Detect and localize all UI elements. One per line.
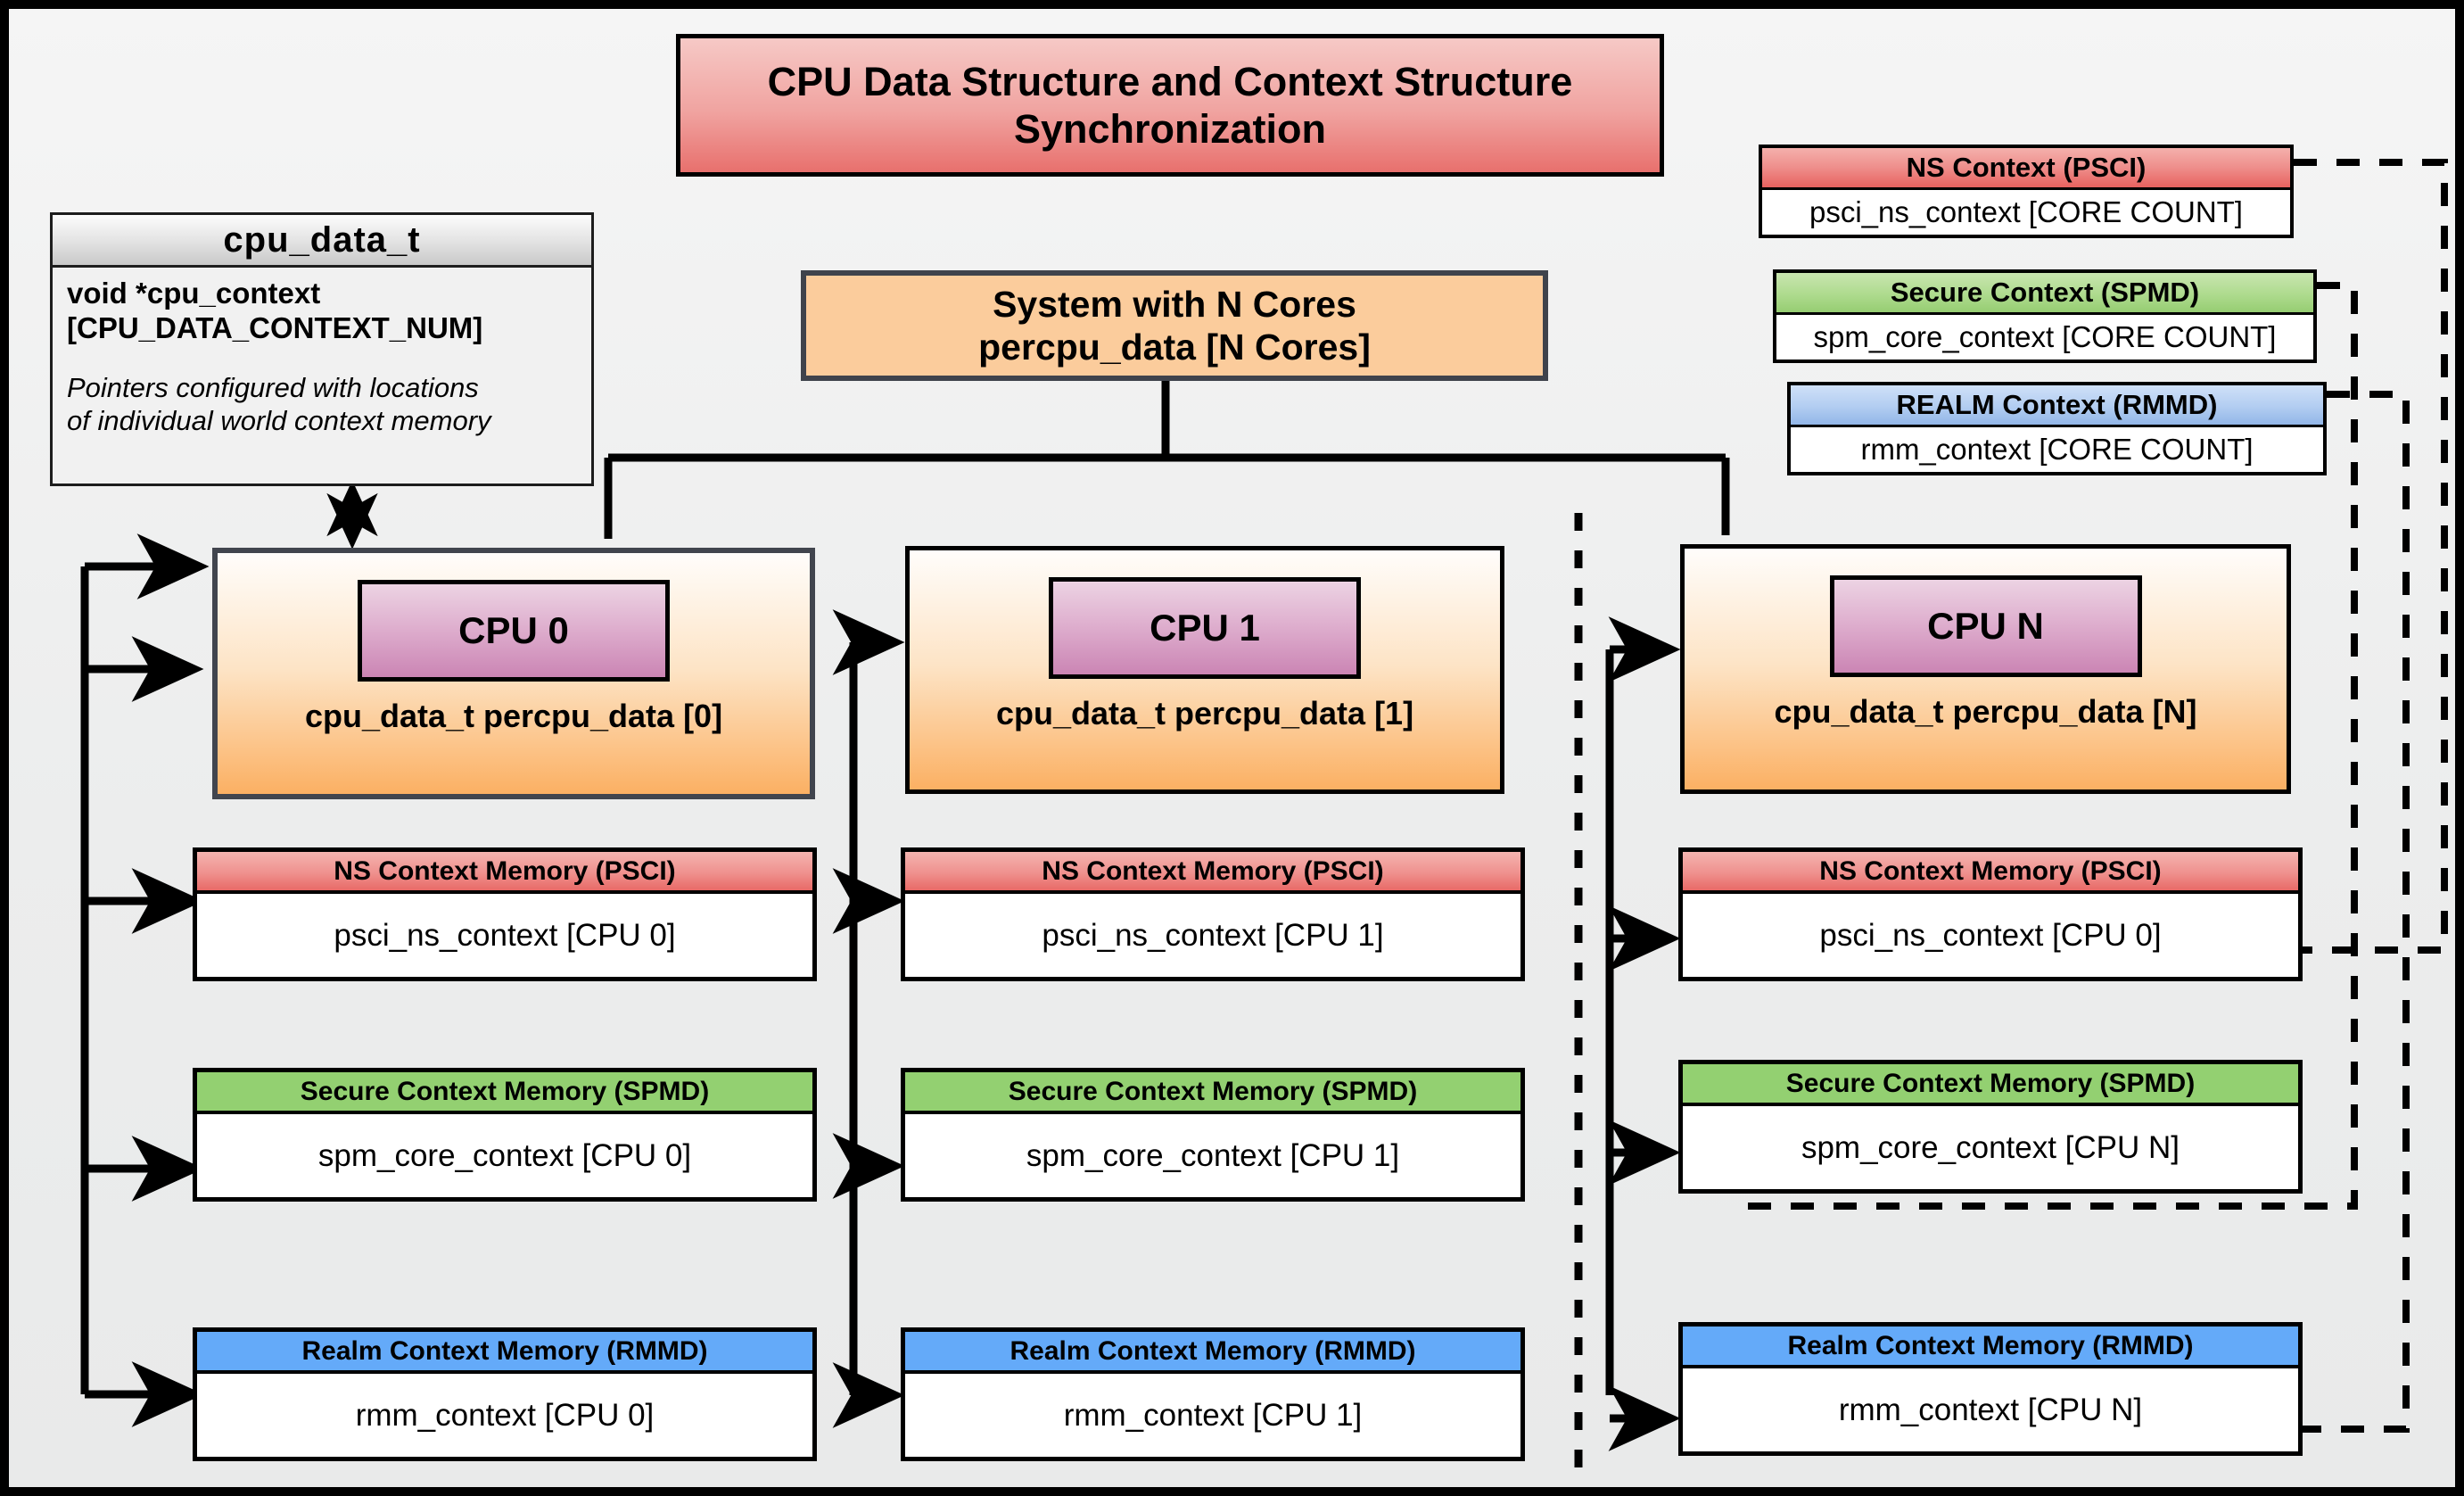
cpu0-secure-context-header: Secure Context Memory (SPMD) xyxy=(197,1072,812,1114)
cpu-block-1: CPU 1 cpu_data_t percpu_data [1] xyxy=(905,546,1504,794)
cpu1-ns-context-header: NS Context Memory (PSCI) xyxy=(905,852,1520,894)
cpun-realm-context-value: rmm_context [CPU N] xyxy=(1683,1368,2298,1451)
cpu1-realm-context-memory: Realm Context Memory (RMMD) rmm_context … xyxy=(901,1327,1525,1461)
global-secure-context-header: Secure Context (SPMD) xyxy=(1776,273,2313,315)
cpun-ns-context-value: psci_ns_context [CPU 0] xyxy=(1683,894,2298,977)
cpu-caption-0: cpu_data_t percpu_data [0] xyxy=(304,698,723,734)
cpu-chip-0: CPU 0 xyxy=(358,580,670,682)
cpun-realm-context-memory: Realm Context Memory (RMMD) rmm_context … xyxy=(1678,1322,2303,1456)
page-title-text: CPU Data Structure and Context Structure… xyxy=(767,58,1573,152)
cpu-caption-n: cpu_data_t percpu_data [N] xyxy=(1774,693,2197,730)
cpu1-secure-context-memory: Secure Context Memory (SPMD) spm_core_co… xyxy=(901,1068,1525,1202)
cpu1-secure-context-header: Secure Context Memory (SPMD) xyxy=(905,1072,1520,1114)
cpu1-realm-context-header: Realm Context Memory (RMMD) xyxy=(905,1332,1520,1374)
cpu0-realm-context-header: Realm Context Memory (RMMD) xyxy=(197,1332,812,1374)
cpu-data-t-body: void *cpu_context [CPU_DATA_CONTEXT_NUM]… xyxy=(53,268,591,437)
cpun-realm-context-header: Realm Context Memory (RMMD) xyxy=(1683,1327,2298,1368)
cpu-block-n: CPU N cpu_data_t percpu_data [N] xyxy=(1680,544,2291,794)
cpu0-realm-context-value: rmm_context [CPU 0] xyxy=(197,1374,812,1457)
cpu0-secure-context-value: spm_core_context [CPU 0] xyxy=(197,1114,812,1197)
cpu1-secure-context-value: spm_core_context [CPU 1] xyxy=(905,1114,1520,1197)
global-ns-context-header: NS Context (PSCI) xyxy=(1762,148,2290,190)
cpu0-ns-context-header: NS Context Memory (PSCI) xyxy=(197,852,812,894)
cpu-block-0: CPU 0 cpu_data_t percpu_data [0] xyxy=(212,548,815,799)
page-title: CPU Data Structure and Context Structure… xyxy=(676,34,1664,177)
cpu0-ns-context-value: psci_ns_context [CPU 0] xyxy=(197,894,812,977)
cpun-secure-context-value: spm_core_context [CPU N] xyxy=(1683,1106,2298,1189)
global-ns-context-value: psci_ns_context [CORE COUNT] xyxy=(1762,190,2290,235)
global-realm-context-header: REALM Context (RMMD) xyxy=(1791,385,2323,427)
system-n-cores-label: System with N Cores percpu_data [N Cores… xyxy=(978,283,1371,368)
cpu-data-t-note: Pointers configured with locations of in… xyxy=(67,371,491,437)
cpu0-secure-context-memory: Secure Context Memory (SPMD) spm_core_co… xyxy=(193,1068,817,1202)
cpu1-ns-context-memory: NS Context Memory (PSCI) psci_ns_context… xyxy=(901,847,1525,981)
cpu1-ns-context-value: psci_ns_context [CPU 1] xyxy=(905,894,1520,977)
cpu-chip-n: CPU N xyxy=(1829,575,2142,677)
cpun-secure-context-header: Secure Context Memory (SPMD) xyxy=(1683,1064,2298,1106)
cpu0-ns-context-memory: NS Context Memory (PSCI) psci_ns_context… xyxy=(193,847,817,981)
global-secure-context-box: Secure Context (SPMD) spm_core_context [… xyxy=(1773,269,2317,363)
global-secure-context-value: spm_core_context [CORE COUNT] xyxy=(1776,315,2313,360)
cpun-ns-context-header: NS Context Memory (PSCI) xyxy=(1683,852,2298,894)
cpu0-realm-context-memory: Realm Context Memory (RMMD) rmm_context … xyxy=(193,1327,817,1461)
global-ns-context-box: NS Context (PSCI) psci_ns_context [CORE … xyxy=(1759,145,2294,238)
cpu1-realm-context-value: rmm_context [CPU 1] xyxy=(905,1374,1520,1457)
global-realm-context-value: rmm_context [CORE COUNT] xyxy=(1791,427,2323,472)
cpu-chip-1: CPU 1 xyxy=(1049,577,1361,679)
cpu-data-t-struct: cpu_data_t void *cpu_context [CPU_DATA_C… xyxy=(50,212,594,486)
cpu-data-t-header: cpu_data_t xyxy=(53,215,591,268)
cpun-ns-context-memory: NS Context Memory (PSCI) psci_ns_context… xyxy=(1678,847,2303,981)
cpu-data-t-field: void *cpu_context [CPU_DATA_CONTEXT_NUM] xyxy=(67,277,483,344)
cpun-secure-context-memory: Secure Context Memory (SPMD) spm_core_co… xyxy=(1678,1060,2303,1194)
cpu-caption-1: cpu_data_t percpu_data [1] xyxy=(995,695,1414,731)
system-n-cores-box: System with N Cores percpu_data [N Cores… xyxy=(801,270,1548,381)
global-realm-context-box: REALM Context (RMMD) rmm_context [CORE C… xyxy=(1787,382,2327,475)
